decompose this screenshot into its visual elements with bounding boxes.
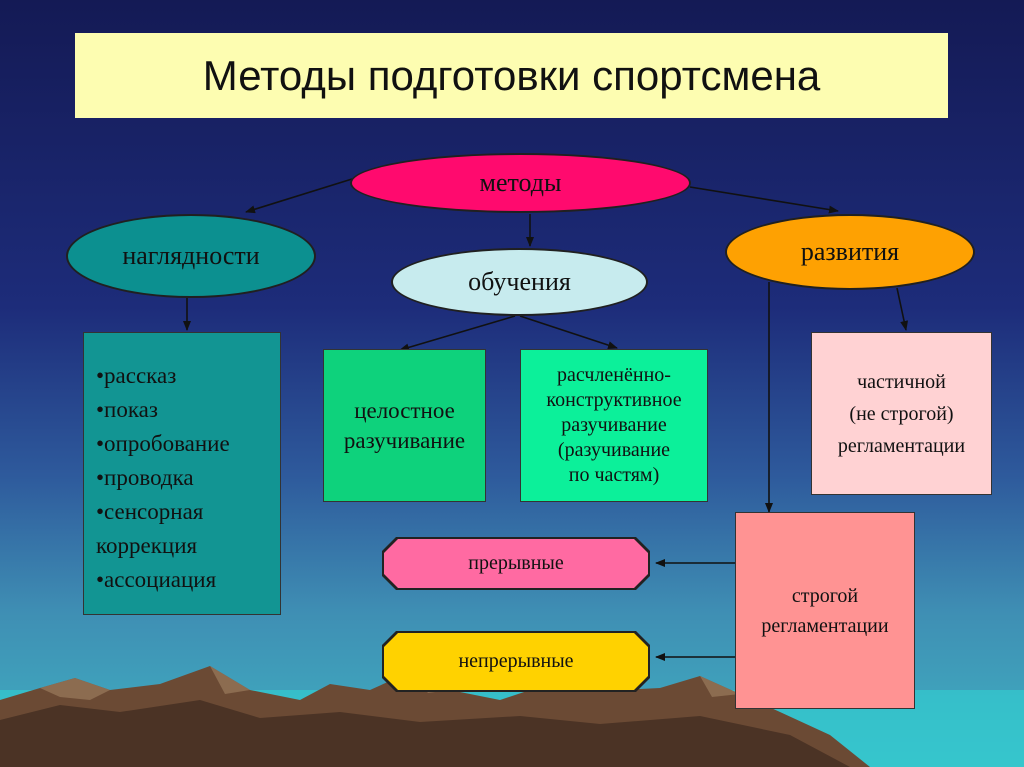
root-node-methods: методы <box>350 153 691 213</box>
category-teaching: обучения <box>391 248 648 316</box>
arrow-development-to-partial <box>896 287 909 331</box>
continuous-methods-box: непрерывные <box>384 633 648 690</box>
list-item: •показ <box>96 397 158 422</box>
part-learning-box: расчленённо- конструктивное разучивание … <box>520 349 708 502</box>
category-visual: наглядности <box>66 214 316 298</box>
strict-regulation-box: строгой регламентации <box>735 512 915 709</box>
list-item: •проводка <box>96 465 194 490</box>
page-title: Методы подготовки спортсмена <box>75 33 948 118</box>
arrow-teaching-to-parts <box>519 315 618 349</box>
partial-regulation-box: частичной (не строгой) регламентации <box>811 332 992 495</box>
arrow-teaching-to-whole <box>399 315 516 352</box>
list-item: •рассказ <box>96 363 177 388</box>
arrow-root-to-visual <box>245 178 353 214</box>
list-item: •сенсорная коррекция <box>96 499 204 558</box>
list-item: •опробование <box>96 431 230 456</box>
interval-methods-box: прерывные <box>384 539 648 588</box>
list-item: •ассоциация <box>96 567 217 592</box>
visual-methods-list: •рассказ •показ •опробование •проводка •… <box>83 332 281 615</box>
whole-learning-box: целостное разучивание <box>323 349 486 502</box>
category-development: развития <box>725 214 975 290</box>
arrow-root-to-development <box>689 186 839 214</box>
visual-list-items: •рассказ •показ •опробование •проводка •… <box>96 359 230 597</box>
